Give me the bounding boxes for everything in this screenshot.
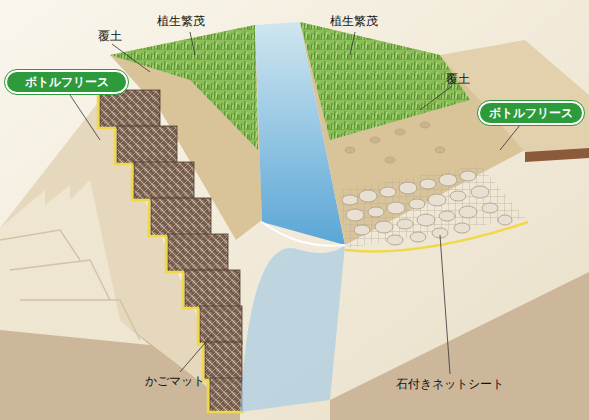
callout-pill: ボトルフリース [5,70,128,94]
callout-text: ボトルフリース [25,75,109,89]
callout-text: ボトルフリース [489,106,573,120]
part-label: 覆土 [446,72,470,86]
part-label: 植生繁茂 [330,14,378,28]
part-label: 植生繁茂 [157,14,205,28]
part-label: 石付きネットシート [396,377,504,391]
callout-pill: ボトルフリース [478,101,584,125]
part-label: 覆土 [98,29,122,43]
part-label: かごマット [145,374,205,388]
